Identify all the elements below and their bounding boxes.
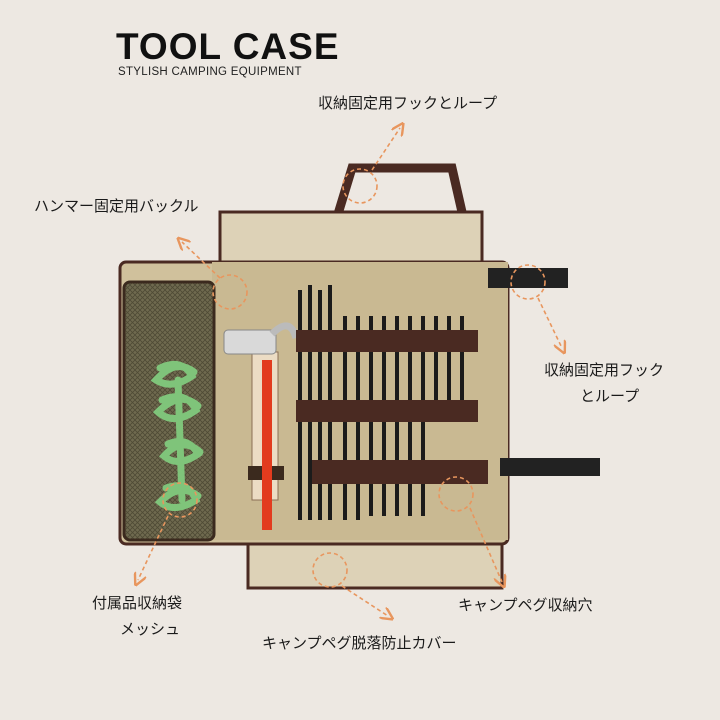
mesh-pouch [122,280,216,542]
callout-storage-hook-top: 収納固定用フックとループ [318,94,498,112]
hammer [223,322,300,530]
callout-peg-cover: キャンプペグ脱落防止カバー [262,634,457,652]
product-subtitle: STYLISH CAMPING EQUIPMENT [118,66,302,78]
product-title: TOOL CASE [116,26,340,67]
green-rope [150,360,204,511]
peg-straps [296,330,488,484]
callout-storage-hook-right-1: 収納固定用フック [544,361,665,379]
callout-hammer-buckle: ハンマー固定用バックル [34,197,199,215]
side-strap-top [488,268,568,288]
callout-accessory-pouch-1: 付属品収納袋 [92,594,183,612]
callout-accessory-pouch-2: メッシュ [120,620,181,638]
top-loop [333,163,467,216]
callout-storage-hook-right-2: とループ [580,387,640,405]
callout-arrows [138,128,562,616]
side-strap-bottom [500,458,600,476]
callout-peg-slots: キャンプペグ収納穴 [458,596,593,614]
